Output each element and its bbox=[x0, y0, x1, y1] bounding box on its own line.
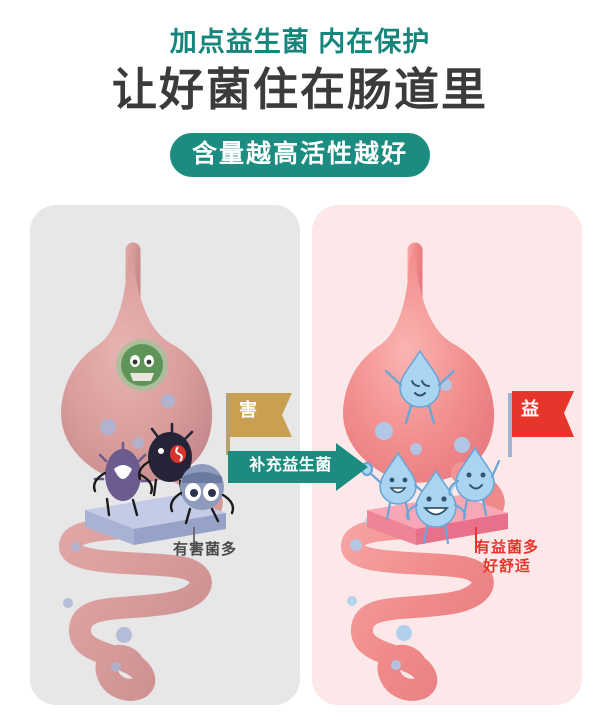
panel-beneficial-bacteria: 益 bbox=[312, 205, 582, 705]
droplet-thumbsup bbox=[360, 451, 426, 521]
good-flag bbox=[508, 391, 574, 457]
badge-container: 含量越高活性越好 bbox=[0, 133, 600, 177]
droplet-center bbox=[405, 469, 467, 545]
caption-beneficial-line2: 好舒适 bbox=[482, 558, 531, 575]
purple-spiky-germ bbox=[92, 441, 154, 517]
caption-beneficial-line1: 有益菌多 bbox=[474, 539, 539, 556]
arrow-label: 补充益生菌 bbox=[249, 457, 332, 474]
highlight-badge: 含量越高活性越好 bbox=[169, 133, 430, 177]
good-flag-label: 益 bbox=[521, 399, 539, 419]
gray-blue-germ bbox=[169, 464, 235, 525]
caption-beneficial: 有益菌多 好舒适 bbox=[432, 538, 582, 576]
header-subtitle: 加点益生菌 内在保护 bbox=[169, 27, 431, 57]
supplement-arrow: 补充益生菌 bbox=[228, 443, 368, 491]
arrow-shape bbox=[228, 443, 368, 491]
left-illustration bbox=[59, 242, 292, 701]
harm-flag-label: 害 bbox=[239, 400, 257, 420]
stomach-droplet bbox=[384, 349, 456, 425]
right-illustration bbox=[341, 242, 574, 701]
probiotic-dots bbox=[347, 379, 470, 670]
dark-navy-germ bbox=[137, 422, 194, 497]
stomach-green-germ bbox=[116, 339, 168, 391]
page-title: 让好菌住在肠道里 bbox=[111, 64, 488, 115]
caption-harmful: 有害菌多 bbox=[172, 541, 237, 558]
header: 加点益生菌 内在保护 让好菌住在肠道里 含量越高活性越好 bbox=[0, 0, 600, 190]
droplet-pointing bbox=[448, 446, 501, 517]
harm-flag bbox=[226, 393, 292, 455]
